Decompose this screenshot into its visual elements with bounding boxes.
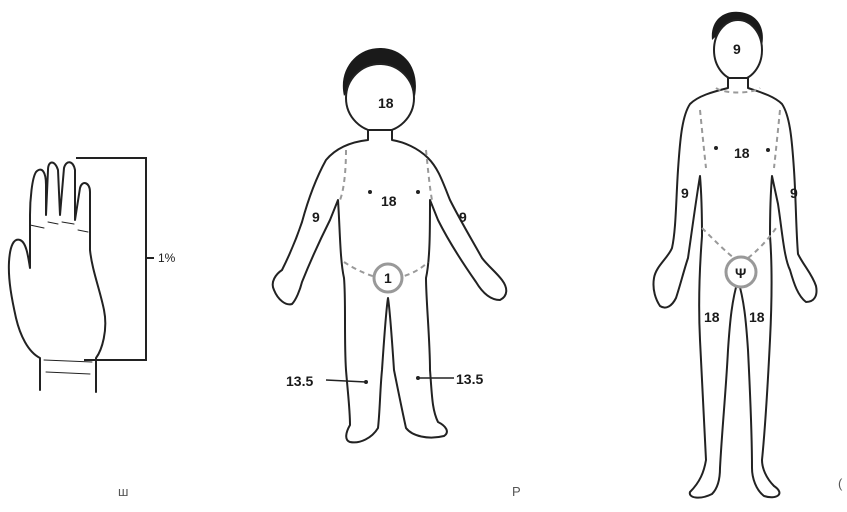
child-head-label: 18 [378, 95, 394, 111]
hand-creases [30, 222, 92, 374]
child-arm-right-label: 9 [459, 209, 467, 225]
hand-panel-letter: ш [118, 484, 128, 499]
adult-head-label: 9 [733, 41, 741, 57]
adult-arm-left-label: 9 [681, 185, 689, 201]
adult-genital-label: Ψ [735, 265, 746, 281]
hand-outline [9, 162, 105, 392]
child-trunk-label: 18 [381, 193, 397, 209]
adult-panel-letter: ( [838, 476, 843, 491]
hand-bracket [76, 158, 154, 360]
adult-arm-right-label: 9 [790, 185, 798, 201]
child-leg-right-dot [416, 376, 420, 380]
child-leg-left-dot [364, 380, 368, 384]
hand-figure [9, 162, 105, 392]
hand-percent-label: 1% [158, 251, 176, 265]
adult-figure [653, 12, 816, 498]
adult-nipple-right [766, 148, 770, 152]
child-leg-right-label: 13.5 [456, 371, 483, 387]
adult-leg-right-label: 18 [749, 309, 765, 325]
child-nipple-right [416, 190, 420, 194]
child-genital-label: 1 [384, 270, 392, 286]
adult-body-outline [653, 78, 816, 498]
child-leg-left-label: 13.5 [286, 373, 313, 389]
adult-trunk-label: 18 [734, 145, 750, 161]
child-arm-left-label: 9 [312, 209, 320, 225]
adult-nipple-left [714, 146, 718, 150]
child-nipple-left [368, 190, 372, 194]
adult-leg-left-label: 18 [704, 309, 720, 325]
child-panel-letter: P [512, 484, 521, 499]
